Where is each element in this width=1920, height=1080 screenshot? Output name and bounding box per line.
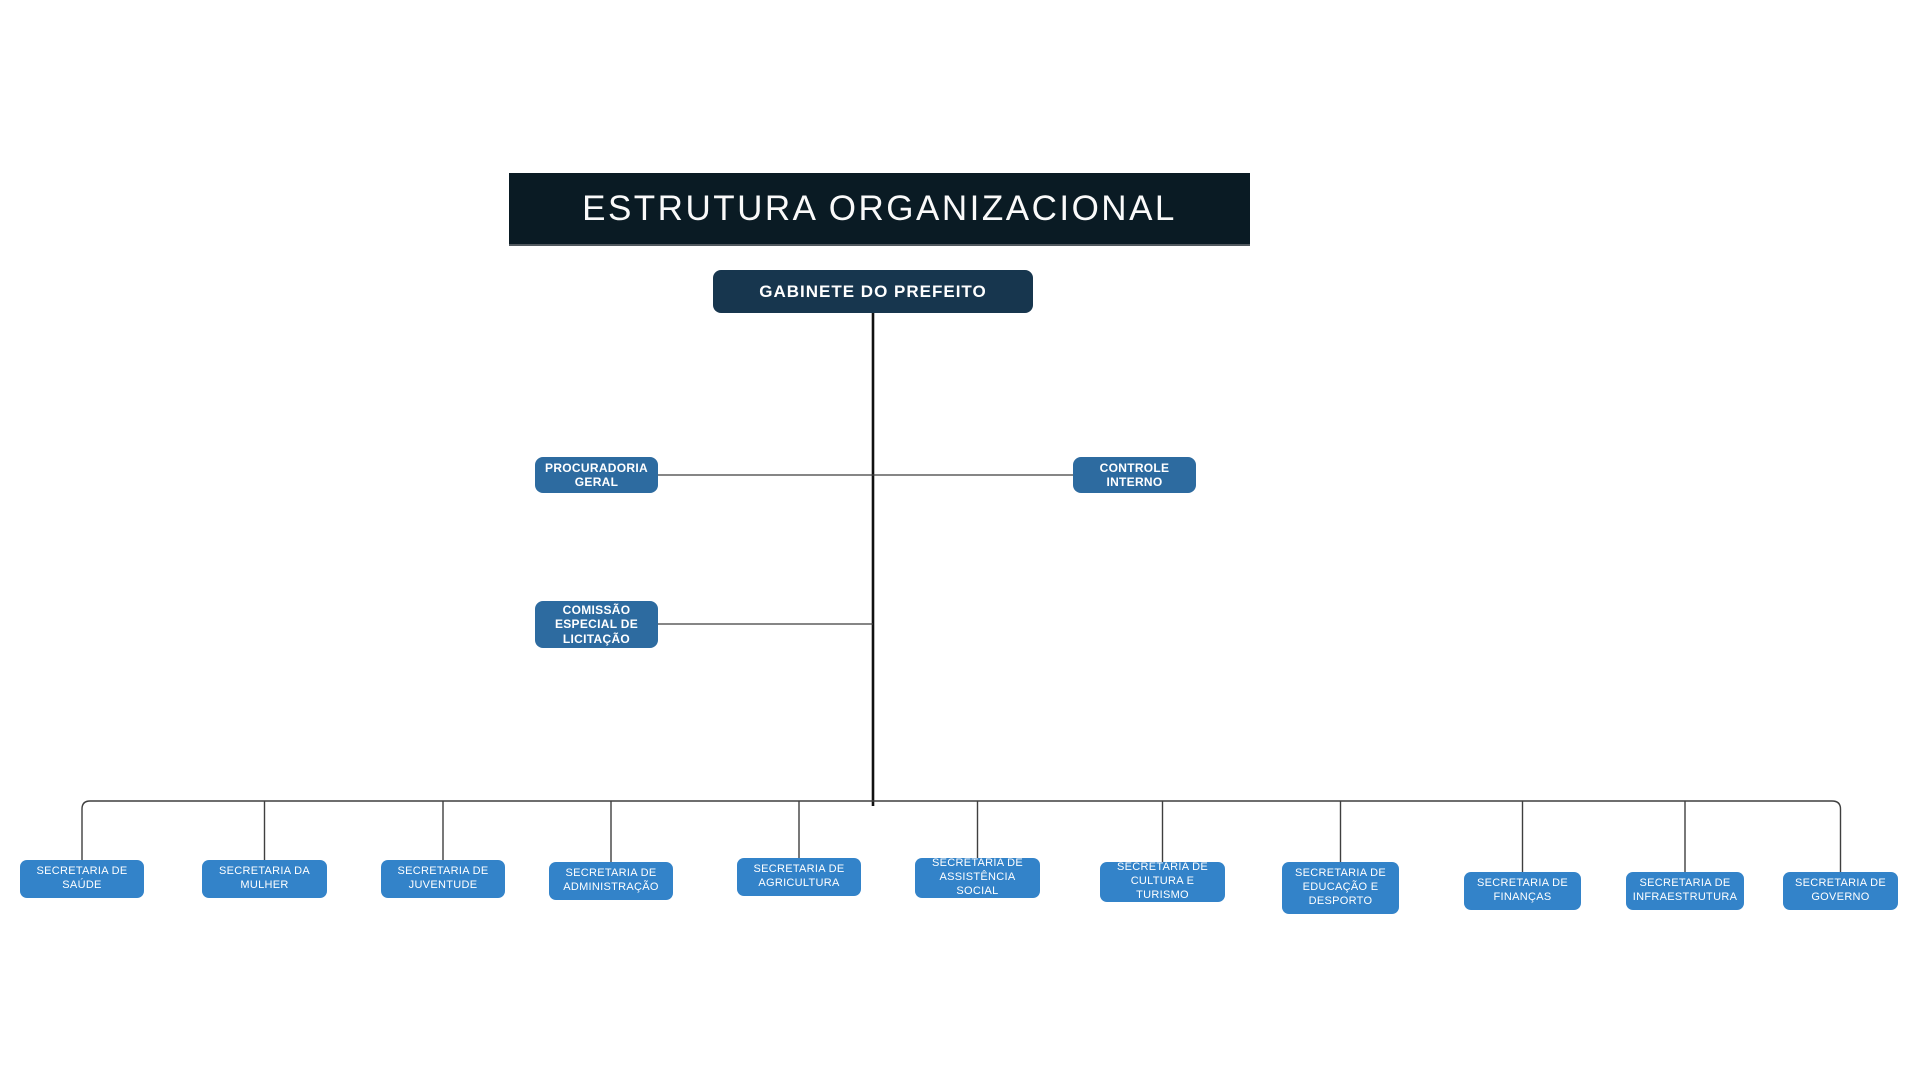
org-node-secretaria-de-governo: SECRETARIA DE GOVERNO: [1783, 872, 1898, 910]
org-node-secretaria-de-infraestrutura: SECRETARIA DE INFRAESTRUTURA: [1626, 872, 1744, 910]
org-node-secretaria-de-saude: SECRETARIA DE SAÚDE: [20, 860, 144, 898]
org-node-secretaria-de-juventude: SECRETARIA DE JUVENTUDE: [381, 860, 505, 898]
org-node-comissao-especial-de-licitacao: COMISSÃO ESPECIAL DE LICITAÇÃO: [535, 601, 658, 648]
chart-title: ESTRUTURA ORGANIZACIONAL: [582, 188, 1177, 228]
chart-title-banner: ESTRUTURA ORGANIZACIONAL: [509, 173, 1250, 246]
org-node-secretaria-de-agricultura: SECRETARIA DE AGRICULTURA: [737, 858, 861, 896]
org-node-procuradoria-geral: PROCURADORIA GERAL: [535, 457, 658, 493]
org-node-secretaria-de-educacao-e-desporto: SECRETARIA DE EDUCAÇÃO E DESPORTO: [1282, 862, 1399, 914]
org-node-secretaria-de-cultura-e-turismo: SECRETARIA DE CULTURA E TURISMO: [1100, 861, 1225, 902]
org-node-gabinete-do-prefeito: GABINETE DO PREFEITO: [713, 270, 1033, 313]
org-node-secretaria-da-mulher: SECRETARIA DA MULHER: [202, 860, 327, 898]
org-node-secretaria-de-assistencia-social: SECRETARIA DE ASSISTÊNCIA SOCIAL: [915, 857, 1040, 898]
org-node-secretaria-de-administracao: SECRETARIA DE ADMINISTRAÇÃO: [549, 862, 673, 900]
org-node-controle-interno: CONTROLE INTERNO: [1073, 457, 1196, 493]
org-node-secretaria-de-financas: SECRETARIA DE FINANÇAS: [1464, 872, 1581, 910]
